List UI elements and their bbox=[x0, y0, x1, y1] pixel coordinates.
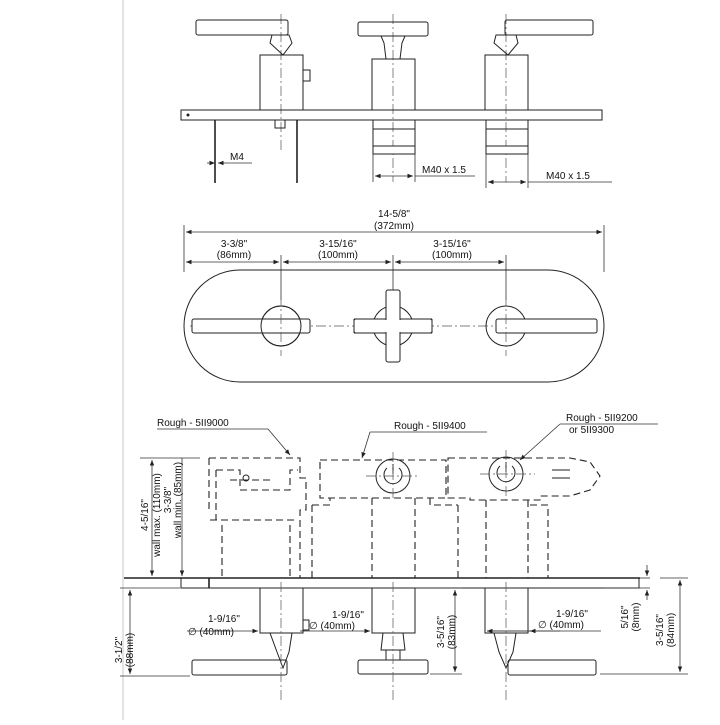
rough-mid-outline bbox=[319, 459, 447, 499]
overall-width-mm: (372mm) bbox=[374, 221, 414, 232]
m40-mid-label: M40 x 1.5 bbox=[422, 165, 466, 176]
middle-bottom-body bbox=[371, 587, 416, 634]
left-bottom-lever bbox=[191, 659, 288, 676]
side-view: M4 M40 x 1.5 M40 x 1.5 bbox=[180, 14, 612, 188]
middle-valve-body bbox=[371, 58, 416, 111]
trim-plate bbox=[180, 109, 603, 121]
left-spacing-mm: (86mm) bbox=[217, 250, 251, 261]
m40-right-label: M40 x 1.5 bbox=[546, 171, 590, 182]
right-lever-handle bbox=[504, 19, 594, 36]
dia1-in: 1-9/16" bbox=[208, 614, 240, 625]
right-bottom-lever bbox=[507, 659, 597, 676]
right-spacing-mm: (100mm) bbox=[432, 250, 472, 261]
h84-in: 3-5/16" bbox=[655, 614, 666, 646]
left-handle-lever bbox=[191, 318, 311, 334]
mid-spacing-mm: (100mm) bbox=[318, 250, 358, 261]
right-valve-cartridge bbox=[485, 119, 529, 147]
mid-spacing-in: 3-15/16" bbox=[319, 239, 357, 250]
front-view: 14-5/8" (372mm) 3-3/8" (86mm) 3-15/16" (… bbox=[183, 209, 605, 383]
bottom-left-mm: (88mm) bbox=[125, 633, 136, 667]
dia2-mm: ∅ (40mm) bbox=[309, 621, 355, 632]
h8-mm: (8mm) bbox=[631, 603, 642, 632]
h83-in: 3-5/16" bbox=[436, 616, 447, 648]
dia1-mm: ∅ (40mm) bbox=[188, 627, 234, 638]
h83-mm: (83mm) bbox=[447, 615, 458, 649]
rough-right-outline bbox=[447, 457, 601, 501]
rough-left-label: Rough - 5II9000 bbox=[157, 418, 229, 429]
rough-left-outline bbox=[209, 457, 307, 578]
left-lever-handle bbox=[195, 19, 289, 36]
wall-max-mm: wall max. (110mm) bbox=[152, 473, 163, 558]
left-spacing-in: 3-3/8" bbox=[221, 239, 248, 250]
dia2-in: 1-9/16" bbox=[332, 610, 364, 621]
wall-max-in: 4-5/16" bbox=[140, 499, 151, 531]
section-trim-plate bbox=[180, 577, 640, 589]
left-bottom-body bbox=[259, 587, 304, 634]
h84-mm: (84mm) bbox=[666, 613, 677, 647]
section-view: Rough - 5II9000 Rough - 5II9400 Rough - … bbox=[114, 413, 688, 700]
rough-right-label-1: Rough - 5II9200 bbox=[566, 413, 638, 424]
right-valve-body bbox=[484, 54, 529, 111]
dia3-in: 1-9/16" bbox=[556, 609, 588, 620]
rough-right-label-2: or 5II9300 bbox=[569, 425, 614, 436]
m4-label: M4 bbox=[230, 152, 244, 163]
left-valve-body bbox=[259, 54, 304, 111]
right-handle-lever bbox=[495, 318, 598, 334]
front-trim-plate bbox=[183, 269, 605, 383]
dia3-mm: ∅ (40mm) bbox=[538, 620, 584, 631]
wall-min-mm: wall min. (85mm) bbox=[173, 462, 184, 539]
middle-valve-cartridge bbox=[372, 119, 416, 147]
right-spacing-in: 3-15/16" bbox=[433, 239, 471, 250]
right-bottom-body bbox=[484, 587, 529, 634]
overall-width-in: 14-5/8" bbox=[378, 209, 410, 220]
rough-mid-label: Rough - 5II9400 bbox=[394, 421, 466, 432]
h8-in: 5/16" bbox=[620, 605, 631, 628]
wall-min-in: 3-3/8" bbox=[163, 486, 174, 513]
bottom-left-in: 3-1/2" bbox=[114, 636, 125, 663]
